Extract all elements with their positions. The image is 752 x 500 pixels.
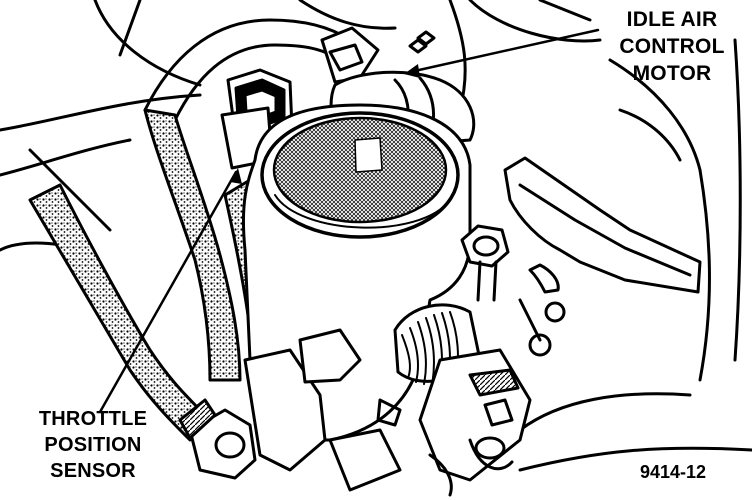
leader-tps bbox=[98, 170, 238, 414]
middle-hose bbox=[143, 108, 242, 382]
linkage bbox=[528, 263, 560, 294]
spring bbox=[408, 30, 436, 54]
hose-fitting bbox=[188, 408, 257, 480]
upper-hose-inner bbox=[173, 43, 337, 122]
label-idle-air-control-motor: IDLE AIR CONTROL MOTOR bbox=[619, 8, 725, 85]
leader-iac bbox=[408, 28, 600, 74]
upper-hose-outer bbox=[143, 18, 352, 112]
mounting-bolt bbox=[460, 224, 510, 268]
iac-connector bbox=[320, 26, 380, 84]
label-throttle-position-sensor: THROTTLE POSITION SENSOR bbox=[38, 408, 148, 482]
figure-number: 9414-12 bbox=[640, 462, 707, 482]
background-outline bbox=[0, 0, 752, 472]
